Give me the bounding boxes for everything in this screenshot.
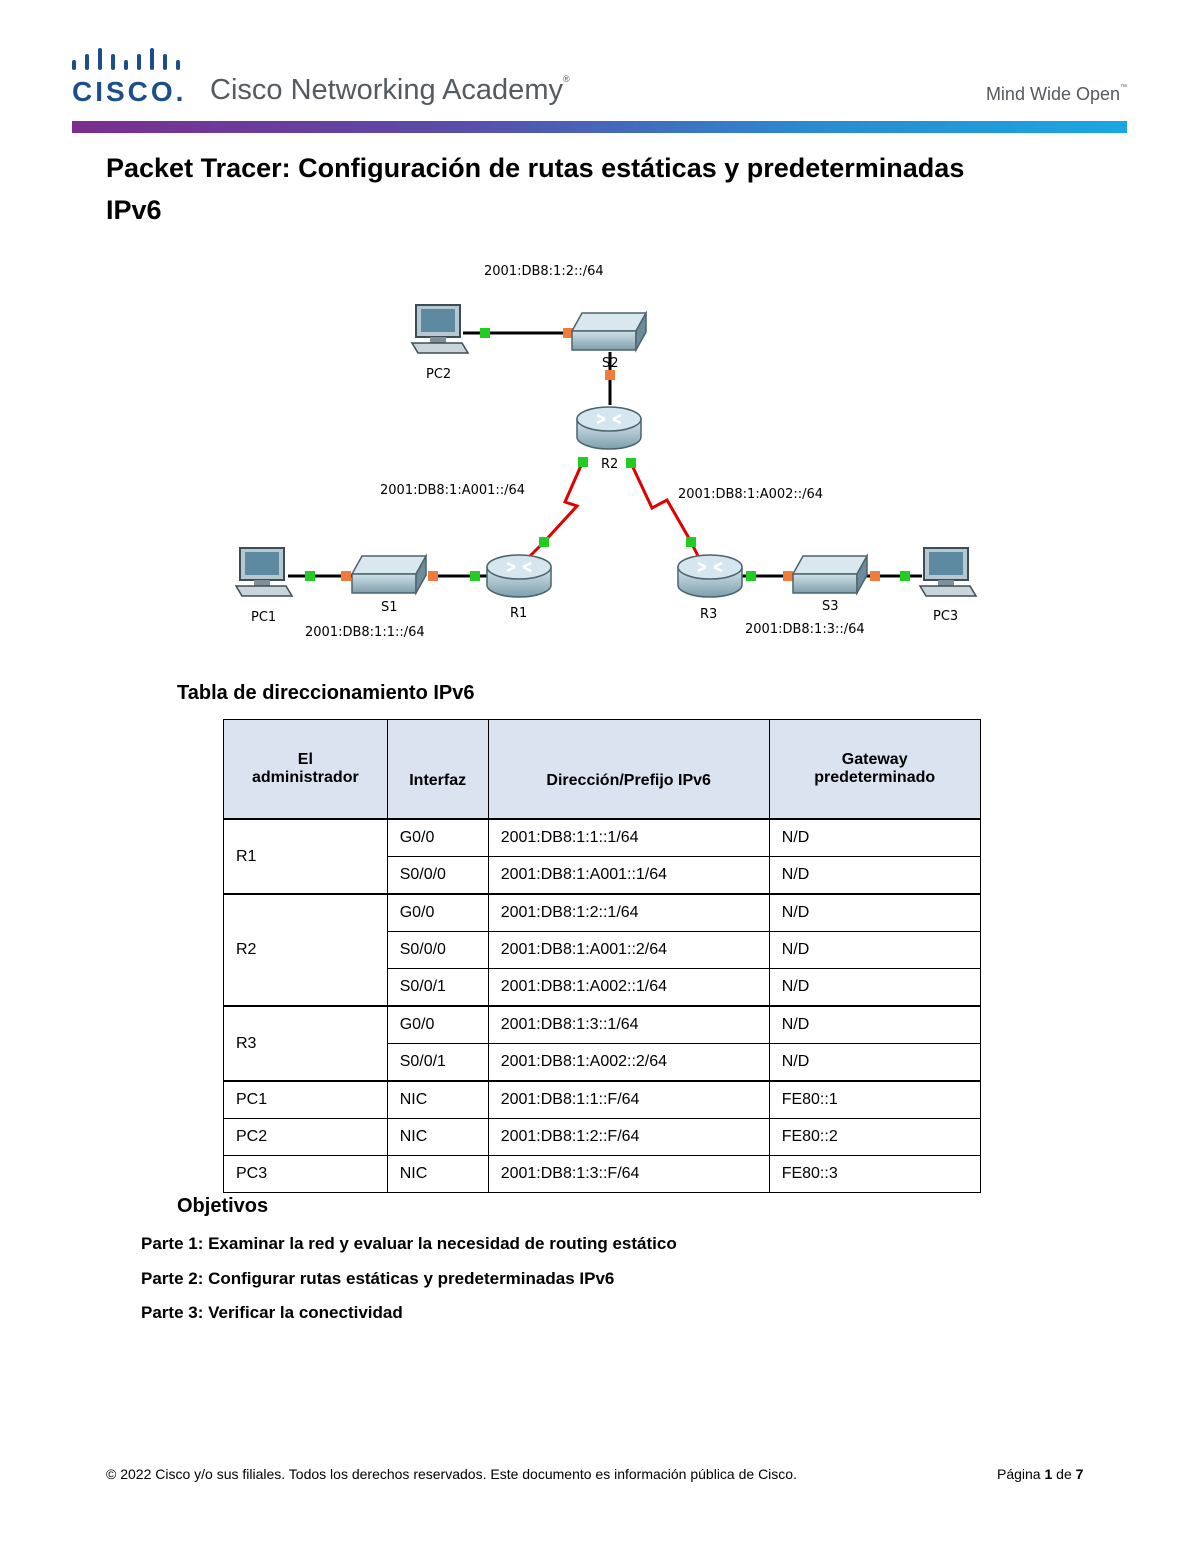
device-cell: R3 (224, 1006, 388, 1081)
pc3-label: PC3 (933, 609, 958, 624)
footer-copyright: © 2022 Cisco y/o sus filiales. Todos los… (106, 1466, 797, 1482)
address-cell: 2001:DB8:1:A002::2/64 (488, 1044, 769, 1082)
pc1-computer-icon (236, 548, 292, 596)
pc2-computer-icon (412, 305, 468, 353)
port-indicator (870, 571, 880, 581)
network-label-right-serial: 2001:DB8:1:A002::/64 (678, 487, 823, 502)
gateway-cell: N/D (769, 819, 980, 857)
table-row: PC3 NIC 2001:DB8:1:3::F/64 FE80::3 (224, 1156, 981, 1193)
address-cell: 2001:DB8:1:A001::1/64 (488, 857, 769, 895)
table-row: PC1 NIC 2001:DB8:1:1::F/64 FE80::1 (224, 1081, 981, 1119)
interface-cell: S0/0/1 (387, 969, 488, 1007)
address-cell: 2001:DB8:1:1::1/64 (488, 819, 769, 857)
device-cell: PC1 (224, 1081, 388, 1119)
header-device: El administrador (224, 720, 388, 820)
objective-part-2: Parte 2: Configurar rutas estáticas y pr… (141, 1269, 614, 1289)
port-indicator (470, 571, 480, 581)
network-label-top: 2001:DB8:1:2::/64 (484, 264, 604, 279)
port-indicator (578, 457, 588, 467)
table-row: PC2 NIC 2001:DB8:1:2::F/64 FE80::2 (224, 1119, 981, 1156)
gateway-cell: FE80::3 (769, 1156, 980, 1193)
port-indicator (900, 571, 910, 581)
port-indicator (783, 571, 793, 581)
interface-cell: S0/0/0 (387, 857, 488, 895)
pc3-computer-icon (920, 548, 976, 596)
addressing-table: El administrador Interfaz Dirección/Pref… (223, 719, 981, 1193)
header-interface: Interfaz (387, 720, 488, 820)
r2-label: R2 (601, 457, 618, 472)
r1-router-icon (487, 555, 551, 597)
address-cell: 2001:DB8:1:2::1/64 (488, 894, 769, 932)
pc2-label: PC2 (426, 367, 451, 382)
network-label-left-serial: 2001:DB8:1:A001::/64 (380, 483, 525, 498)
port-indicator (305, 571, 315, 581)
s3-label: S3 (822, 599, 839, 614)
table-row: R1 G0/0 2001:DB8:1:1::1/64 N/D (224, 819, 981, 857)
gateway-cell: N/D (769, 969, 980, 1007)
objective-part-3: Parte 3: Verificar la conectividad (141, 1303, 403, 1323)
address-cell: 2001:DB8:1:A002::1/64 (488, 969, 769, 1007)
address-cell: 2001:DB8:1:1::F/64 (488, 1081, 769, 1119)
pc1-label: PC1 (251, 610, 276, 625)
port-indicator (341, 571, 351, 581)
port-indicator (686, 537, 696, 547)
s3-switch-icon (793, 556, 867, 593)
interface-cell: G0/0 (387, 1006, 488, 1044)
gateway-cell: N/D (769, 1006, 980, 1044)
gateway-cell: N/D (769, 857, 980, 895)
device-cell: PC2 (224, 1119, 388, 1156)
device-cell: R1 (224, 819, 388, 894)
s1-switch-icon (352, 556, 426, 593)
gateway-cell: N/D (769, 894, 980, 932)
interface-cell: NIC (387, 1156, 488, 1193)
port-indicator (539, 537, 549, 547)
address-cell: 2001:DB8:1:A001::2/64 (488, 932, 769, 969)
footer-page-number: Página 1 de 7 (997, 1466, 1083, 1482)
gateway-cell: N/D (769, 1044, 980, 1082)
port-indicator (428, 571, 438, 581)
gateway-cell: N/D (769, 932, 980, 969)
s2-label: S2 (602, 356, 619, 371)
address-cell: 2001:DB8:1:2::F/64 (488, 1119, 769, 1156)
interface-cell: NIC (387, 1081, 488, 1119)
table-header-row: El administrador Interfaz Dirección/Pref… (224, 720, 981, 820)
header-address: Dirección/Prefijo IPv6 (488, 720, 769, 820)
interface-cell: G0/0 (387, 819, 488, 857)
device-cell: R2 (224, 894, 388, 1006)
interface-cell: G0/0 (387, 894, 488, 932)
r1-label: R1 (510, 606, 527, 621)
r3-router-icon (678, 555, 742, 597)
address-cell: 2001:DB8:1:3::F/64 (488, 1156, 769, 1193)
network-label-left-lan: 2001:DB8:1:1::/64 (305, 625, 425, 640)
port-indicator (605, 370, 615, 380)
port-indicator (480, 328, 490, 338)
port-indicator (746, 571, 756, 581)
s1-label: S1 (381, 600, 398, 615)
s2-switch-icon (572, 313, 646, 350)
device-cell: PC3 (224, 1156, 388, 1193)
address-cell: 2001:DB8:1:3::1/64 (488, 1006, 769, 1044)
network-label-right-lan: 2001:DB8:1:3::/64 (745, 622, 865, 637)
interface-cell: NIC (387, 1119, 488, 1156)
port-indicator (626, 458, 636, 468)
r2-router-icon (577, 407, 641, 449)
objective-part-1: Parte 1: Examinar la red y evaluar la ne… (141, 1234, 677, 1254)
r3-label: R3 (700, 607, 717, 622)
interface-cell: S0/0/1 (387, 1044, 488, 1082)
gateway-cell: FE80::1 (769, 1081, 980, 1119)
interface-cell: S0/0/0 (387, 932, 488, 969)
header-gateway: Gateway predeterminado (769, 720, 980, 820)
table-row: R2 G0/0 2001:DB8:1:2::1/64 N/D (224, 894, 981, 932)
table-title: Tabla de direccionamiento IPv6 (177, 682, 475, 705)
objectives-title: Objetivos (177, 1195, 268, 1218)
network-topology-diagram: 2001:DB8:1:2::/64 2001:DB8:1:A001::/64 2… (0, 0, 1200, 680)
table-row: R3 G0/0 2001:DB8:1:3::1/64 N/D (224, 1006, 981, 1044)
gateway-cell: FE80::2 (769, 1119, 980, 1156)
